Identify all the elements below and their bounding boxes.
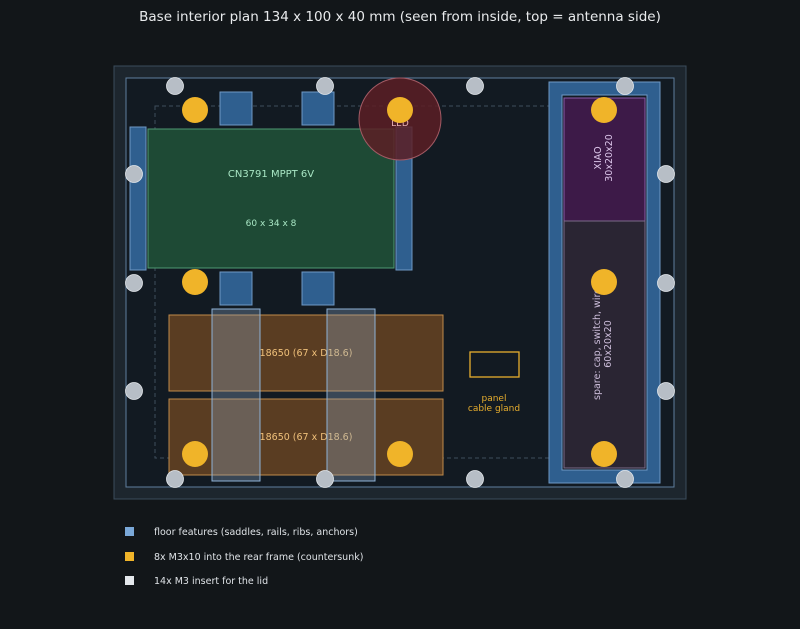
legend-label-inserts: 14x M3 insert for the lid	[154, 576, 268, 587]
m3x10-screw	[387, 97, 413, 123]
legend-swatch-screws	[125, 552, 134, 561]
legend-swatch-inserts	[125, 576, 134, 585]
panel-cable-gland	[469, 351, 520, 378]
battery-saddle-right	[326, 308, 376, 482]
mppt-board	[147, 128, 395, 269]
m3-insert	[657, 382, 675, 400]
mppt-label: CN3791 MPPT 6V	[228, 169, 314, 180]
m3-insert	[657, 274, 675, 292]
legend-label-floor-features: floor features (saddles, rails, ribs, an…	[154, 527, 358, 538]
led-label: LED	[391, 119, 409, 129]
spare-label: spare: cap, switch, wire	[592, 288, 603, 400]
m3-insert	[125, 382, 143, 400]
m3x10-screw	[182, 441, 208, 467]
battery-top-label: 18650 (67 x D18.6)	[260, 348, 353, 359]
m3x10-screw	[182, 269, 208, 295]
mppt-left-rail	[129, 126, 147, 271]
m3-insert	[125, 274, 143, 292]
mppt-anchor-top-right	[301, 91, 335, 126]
legend-label-screws: 8x M3x10 into the rear frame (countersun…	[154, 552, 363, 563]
m3-insert	[616, 77, 634, 95]
spare-compartment	[563, 220, 646, 469]
m3x10-screw	[182, 97, 208, 123]
m3-insert	[316, 77, 334, 95]
m3x10-screw	[387, 441, 413, 467]
battery-saddle-left	[211, 308, 261, 482]
xiao-label: XIAO	[593, 146, 604, 169]
m3-insert	[466, 470, 484, 488]
m3x10-screw	[591, 97, 617, 123]
m3-insert	[466, 77, 484, 95]
m3-insert	[166, 470, 184, 488]
m3x10-screws	[182, 97, 617, 467]
m3-lid-inserts	[125, 77, 675, 488]
battery-18650-top	[168, 314, 444, 392]
diagram-title: Base interior plan 134 x 100 x 40 mm (se…	[139, 9, 661, 25]
m3x10-screw	[591, 269, 617, 295]
legend: floor features (saddles, rails, ribs, an…	[125, 527, 363, 587]
legend-swatch-floor-features	[125, 527, 134, 536]
m3-insert	[125, 165, 143, 183]
battery-bottom-label: 18650 (67 x D18.6)	[260, 432, 353, 443]
m3-insert	[657, 165, 675, 183]
m3-insert	[616, 470, 634, 488]
m3-insert	[166, 77, 184, 95]
mppt-anchor-top-left	[219, 91, 253, 126]
spare-dims-label: 60x20x20	[603, 320, 614, 368]
gland-label-line2: cable gland	[468, 404, 520, 414]
mppt-anchor-bottom-left	[219, 271, 253, 306]
m3x10-screw	[591, 441, 617, 467]
xiao-dims-label: 30x20x20	[604, 134, 615, 182]
mppt-dims-label: 60 x 34 x 8	[246, 219, 297, 229]
m3-insert	[316, 470, 334, 488]
mppt-anchor-bottom-right	[301, 271, 335, 306]
gland-label-line1: panel	[482, 394, 507, 404]
